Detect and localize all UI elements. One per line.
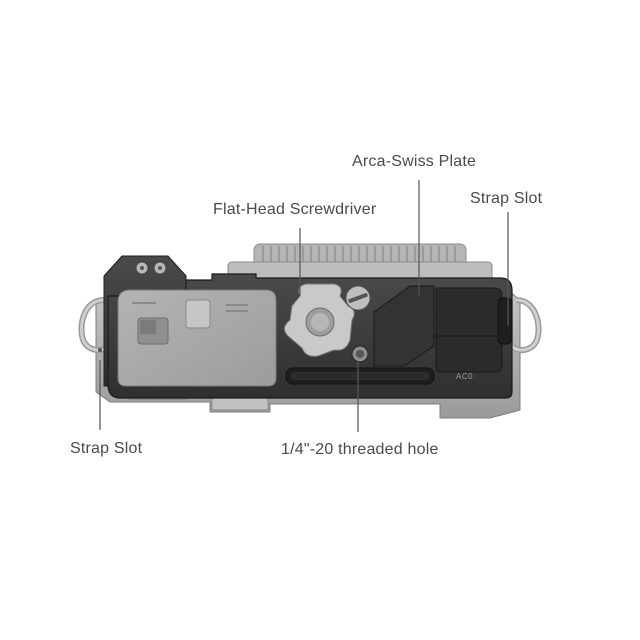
strap-loop-right	[509, 297, 542, 354]
flat-head-screwdriver-washer	[284, 283, 355, 357]
lens-mount	[227, 243, 493, 283]
callout-strap-slot-left: Strap Slot	[70, 440, 143, 457]
battery-door	[117, 289, 277, 387]
cage-engraving: AC0	[456, 372, 474, 381]
callout-strap-slot-right: Strap Slot	[470, 190, 543, 207]
leader-dot-left	[98, 348, 102, 352]
threaded-hole	[351, 345, 369, 363]
callout-flat-head-screwdriver: Flat-Head Screwdriver	[213, 201, 377, 218]
arca-swiss-screw	[345, 285, 371, 311]
callout-arca-swiss-plate: Arca-Swiss Plate	[352, 153, 477, 170]
leader-lines	[99, 180, 509, 432]
callout-threaded-hole: 1/4"-20 threaded hole	[281, 441, 439, 458]
